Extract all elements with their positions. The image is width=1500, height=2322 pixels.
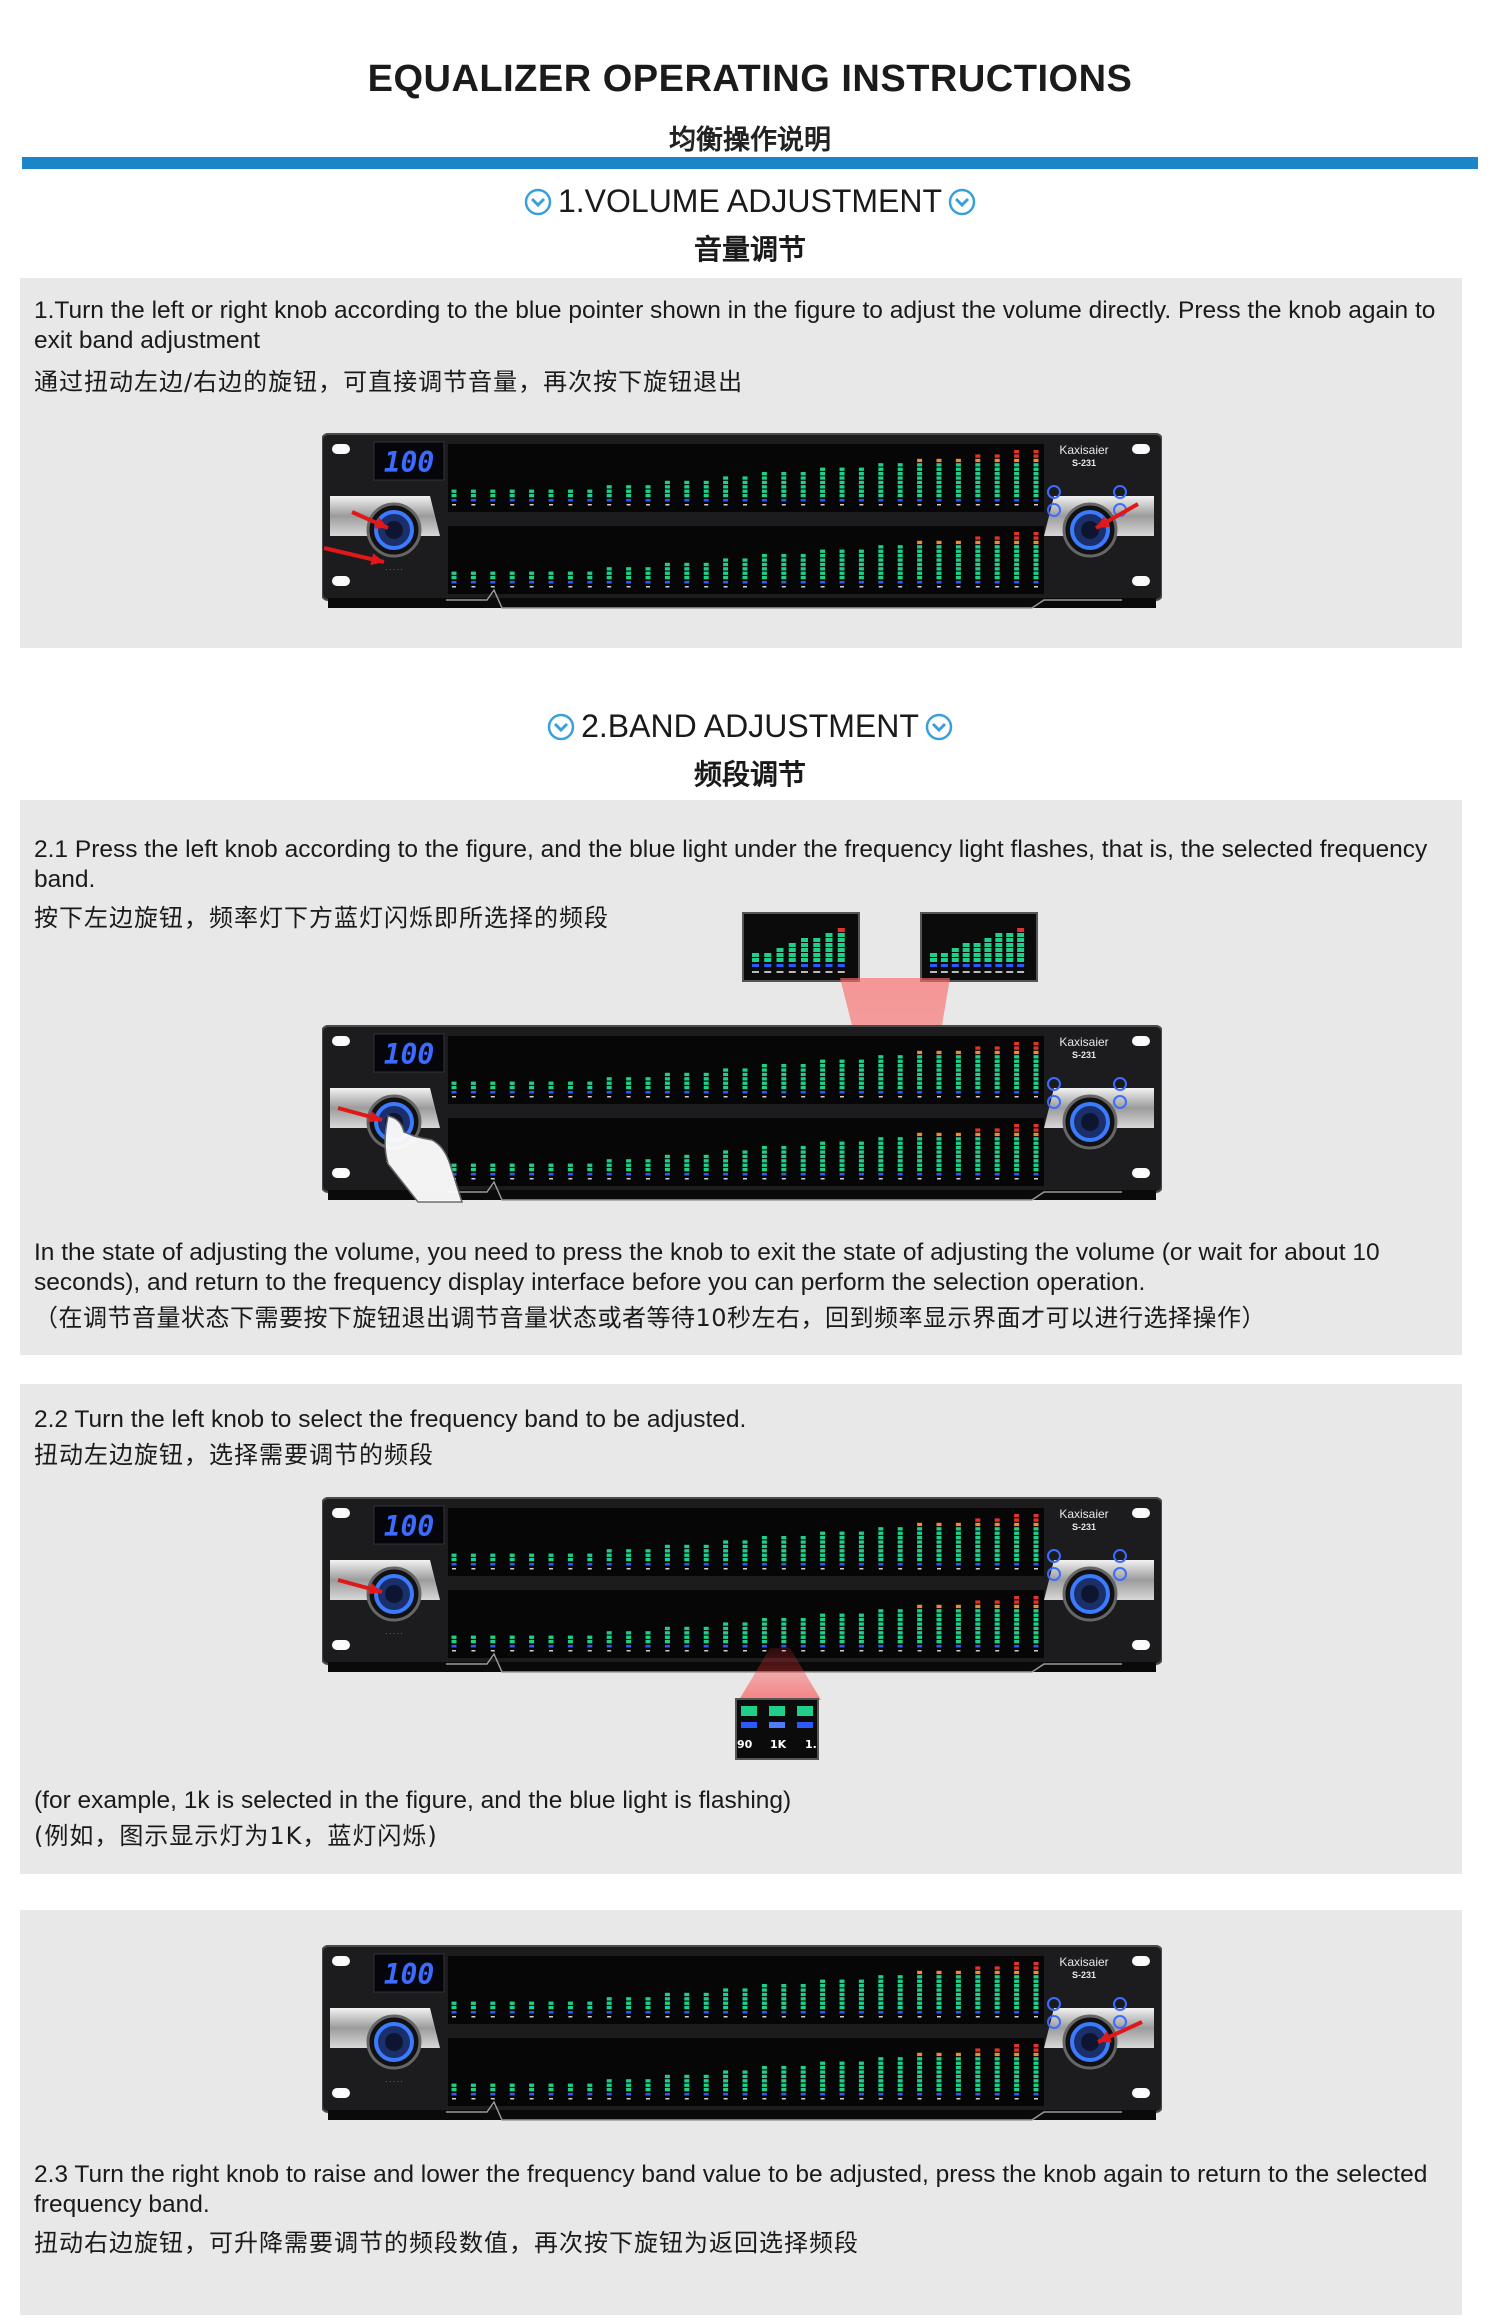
step-2-1-text: 2.1 Press the left knob according to the… <box>34 836 1428 893</box>
led-zoom-graphic: 90 1K 1. <box>737 1706 817 1751</box>
svg-text:S-231: S-231 <box>1072 1050 1096 1060</box>
section-2-title-cn: 频段调节 <box>693 758 806 791</box>
led-zoom-graphic <box>930 928 1025 973</box>
zoom-beam <box>739 1648 821 1700</box>
step-2-2-note: (for example, 1k is selected in the figu… <box>34 1787 792 1814</box>
section-2-header: 2.BAND ADJUSTMENT 频段调节 <box>0 708 1500 793</box>
svg-text:· · · · ·: · · · · · <box>385 2079 402 2086</box>
svg-text:90: 90 <box>737 1738 753 1751</box>
step-2-1-note: In the state of adjusting the volume, yo… <box>34 1239 1380 1296</box>
title-divider <box>22 157 1478 169</box>
section-2-title: 2.BAND ADJUSTMENT <box>581 708 919 744</box>
svg-text:Kaxisaier: Kaxisaier <box>1059 1035 1108 1049</box>
chevron-down-icon <box>547 713 575 740</box>
step-2-1-note-cn: （在调节音量状态下需要按下旋钮退出调节音量状态或者等待10秒左右，回到频率显示界… <box>34 1304 1267 1332</box>
svg-text:Kaxisaier: Kaxisaier <box>1059 443 1108 457</box>
step-2-1-text-cn: 按下左边旋钮，频率灯下方蓝灯闪烁即所选择的频段 <box>34 904 609 932</box>
svg-text:S-231: S-231 <box>1072 1970 1096 1980</box>
step-2-3-text: 2.3 Turn the right knob to raise and low… <box>34 2161 1428 2218</box>
svg-text:100: 100 <box>384 1510 435 1543</box>
led-zoom-thumbnail <box>920 912 1038 982</box>
chevron-down-icon <box>925 713 953 740</box>
led-zoom-graphic <box>752 928 845 973</box>
svg-text:S-231: S-231 <box>1072 458 1096 468</box>
page-title: EQUALIZER OPERATING INSTRUCTIONS <box>367 58 1133 100</box>
section-1-title-cn: 音量调节 <box>693 233 806 266</box>
svg-text:100: 100 <box>384 446 435 479</box>
svg-text:· · · · ·: · · · · · <box>385 567 402 574</box>
chevron-down-icon <box>948 188 976 215</box>
zoom-label: 1K <box>770 1738 787 1751</box>
chevron-down-icon <box>524 188 552 215</box>
svg-text:S-231: S-231 <box>1072 1522 1096 1532</box>
step-2-3-text-cn: 扭动右边旋钮，可升降需要调节的频段数值，再次按下旋钮为返回选择频段 <box>34 2229 859 2257</box>
step-1-text: 1.Turn the left or right knob according … <box>34 297 1436 354</box>
page-subtitle: 均衡操作说明 <box>669 125 831 156</box>
step-2-2-note-cn: (例如，图示显示灯为1K，蓝灯闪烁) <box>34 1822 438 1850</box>
step-1-text-cn: 通过扭动左边/右边的旋钮，可直接调节音量，再次按下旋钮退出 <box>34 368 744 396</box>
svg-text:· · · · ·: · · · · · <box>385 1631 402 1638</box>
section-1-header: 1.VOLUME ADJUSTMENT 音量调节 <box>0 183 1500 268</box>
led-zoom-thumbnail: 90 1K 1. <box>735 1698 819 1760</box>
svg-text:1.: 1. <box>805 1738 817 1751</box>
svg-text:100: 100 <box>384 1958 435 1991</box>
step-2-2-text-cn: 扭动左边旋钮，选择需要调节的频段 <box>34 1441 434 1469</box>
section-1-title: 1.VOLUME ADJUSTMENT <box>557 183 943 219</box>
svg-text:100: 100 <box>384 1038 435 1071</box>
svg-text:Kaxisaier: Kaxisaier <box>1059 1955 1108 1969</box>
led-zoom-thumbnail <box>742 912 860 982</box>
step-2-2-text: 2.2 Turn the left knob to select the fre… <box>34 1406 747 1433</box>
svg-text:Kaxisaier: Kaxisaier <box>1059 1507 1108 1521</box>
